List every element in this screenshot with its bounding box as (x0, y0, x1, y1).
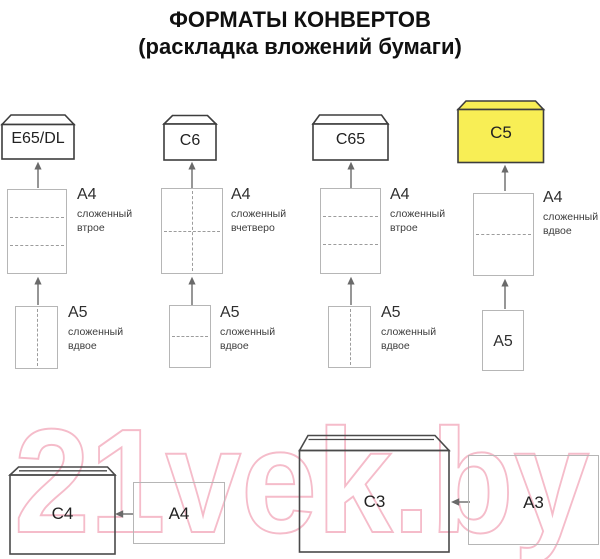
envelope-c3-label: C3 (363, 492, 386, 511)
arrow-up-icon (500, 278, 509, 309)
fold-line (323, 244, 378, 245)
fold-line (172, 336, 208, 337)
sheet-a4-col3 (320, 188, 381, 274)
sheet-a5-col3 (328, 306, 371, 368)
page-title-line1: ФОРМАТЫ КОНВЕРТОВ (169, 7, 431, 32)
envelope-c5-icon (456, 100, 546, 164)
arrow-up-icon (33, 276, 42, 305)
label-a4-bottom: A4 (168, 504, 190, 523)
fold-line (164, 231, 220, 232)
sheet-a4-bottom (133, 482, 225, 544)
label-a5-col4: A5 (493, 333, 513, 350)
arrow-left-icon (115, 510, 134, 518)
page-title-line2: (раскладка вложений бумаги) (138, 34, 462, 59)
sheet-a4-col1 (7, 189, 67, 274)
envelope-c3-icon (298, 434, 451, 553)
label-a3-bottom: A3 (523, 493, 544, 512)
sheet-a4-col2 (161, 188, 223, 274)
fold-line (323, 216, 378, 217)
envelope-c5-label: C5 (490, 123, 512, 142)
envelope-e65dl-icon (0, 114, 76, 160)
sheet-a5-col2 (169, 305, 211, 368)
envelope-c4-icon (8, 466, 117, 555)
page-title: ФОРМАТЫ КОНВЕРТОВ (раскладка вложений бу… (0, 6, 600, 60)
fold-line (476, 234, 531, 235)
fold-line (349, 309, 351, 365)
sheet-a5-col1 (15, 306, 58, 369)
envelope-e65dl-label: E65/DL (11, 130, 65, 147)
sheet-a4-col4 (473, 193, 534, 276)
arrow-up-icon (500, 164, 509, 191)
arrow-up-icon (346, 276, 355, 305)
fold-line (10, 216, 64, 218)
fold-line (36, 309, 38, 366)
sheet-a3-bottom (468, 455, 599, 545)
envelope-c6-label: C6 (179, 132, 201, 149)
arrow-left-icon (451, 498, 470, 506)
sheet-a5-col4 (482, 310, 524, 371)
arrow-up-icon (187, 276, 196, 305)
envelope-c6-icon (162, 114, 218, 161)
envelope-c4-label: C4 (51, 504, 74, 523)
arrow-up-icon (346, 161, 355, 188)
arrow-up-icon (33, 161, 42, 188)
envelope-c65-label: C65 (335, 131, 366, 148)
fold-line (10, 244, 64, 246)
arrow-up-icon (187, 161, 196, 188)
envelope-c65-icon (311, 114, 390, 161)
